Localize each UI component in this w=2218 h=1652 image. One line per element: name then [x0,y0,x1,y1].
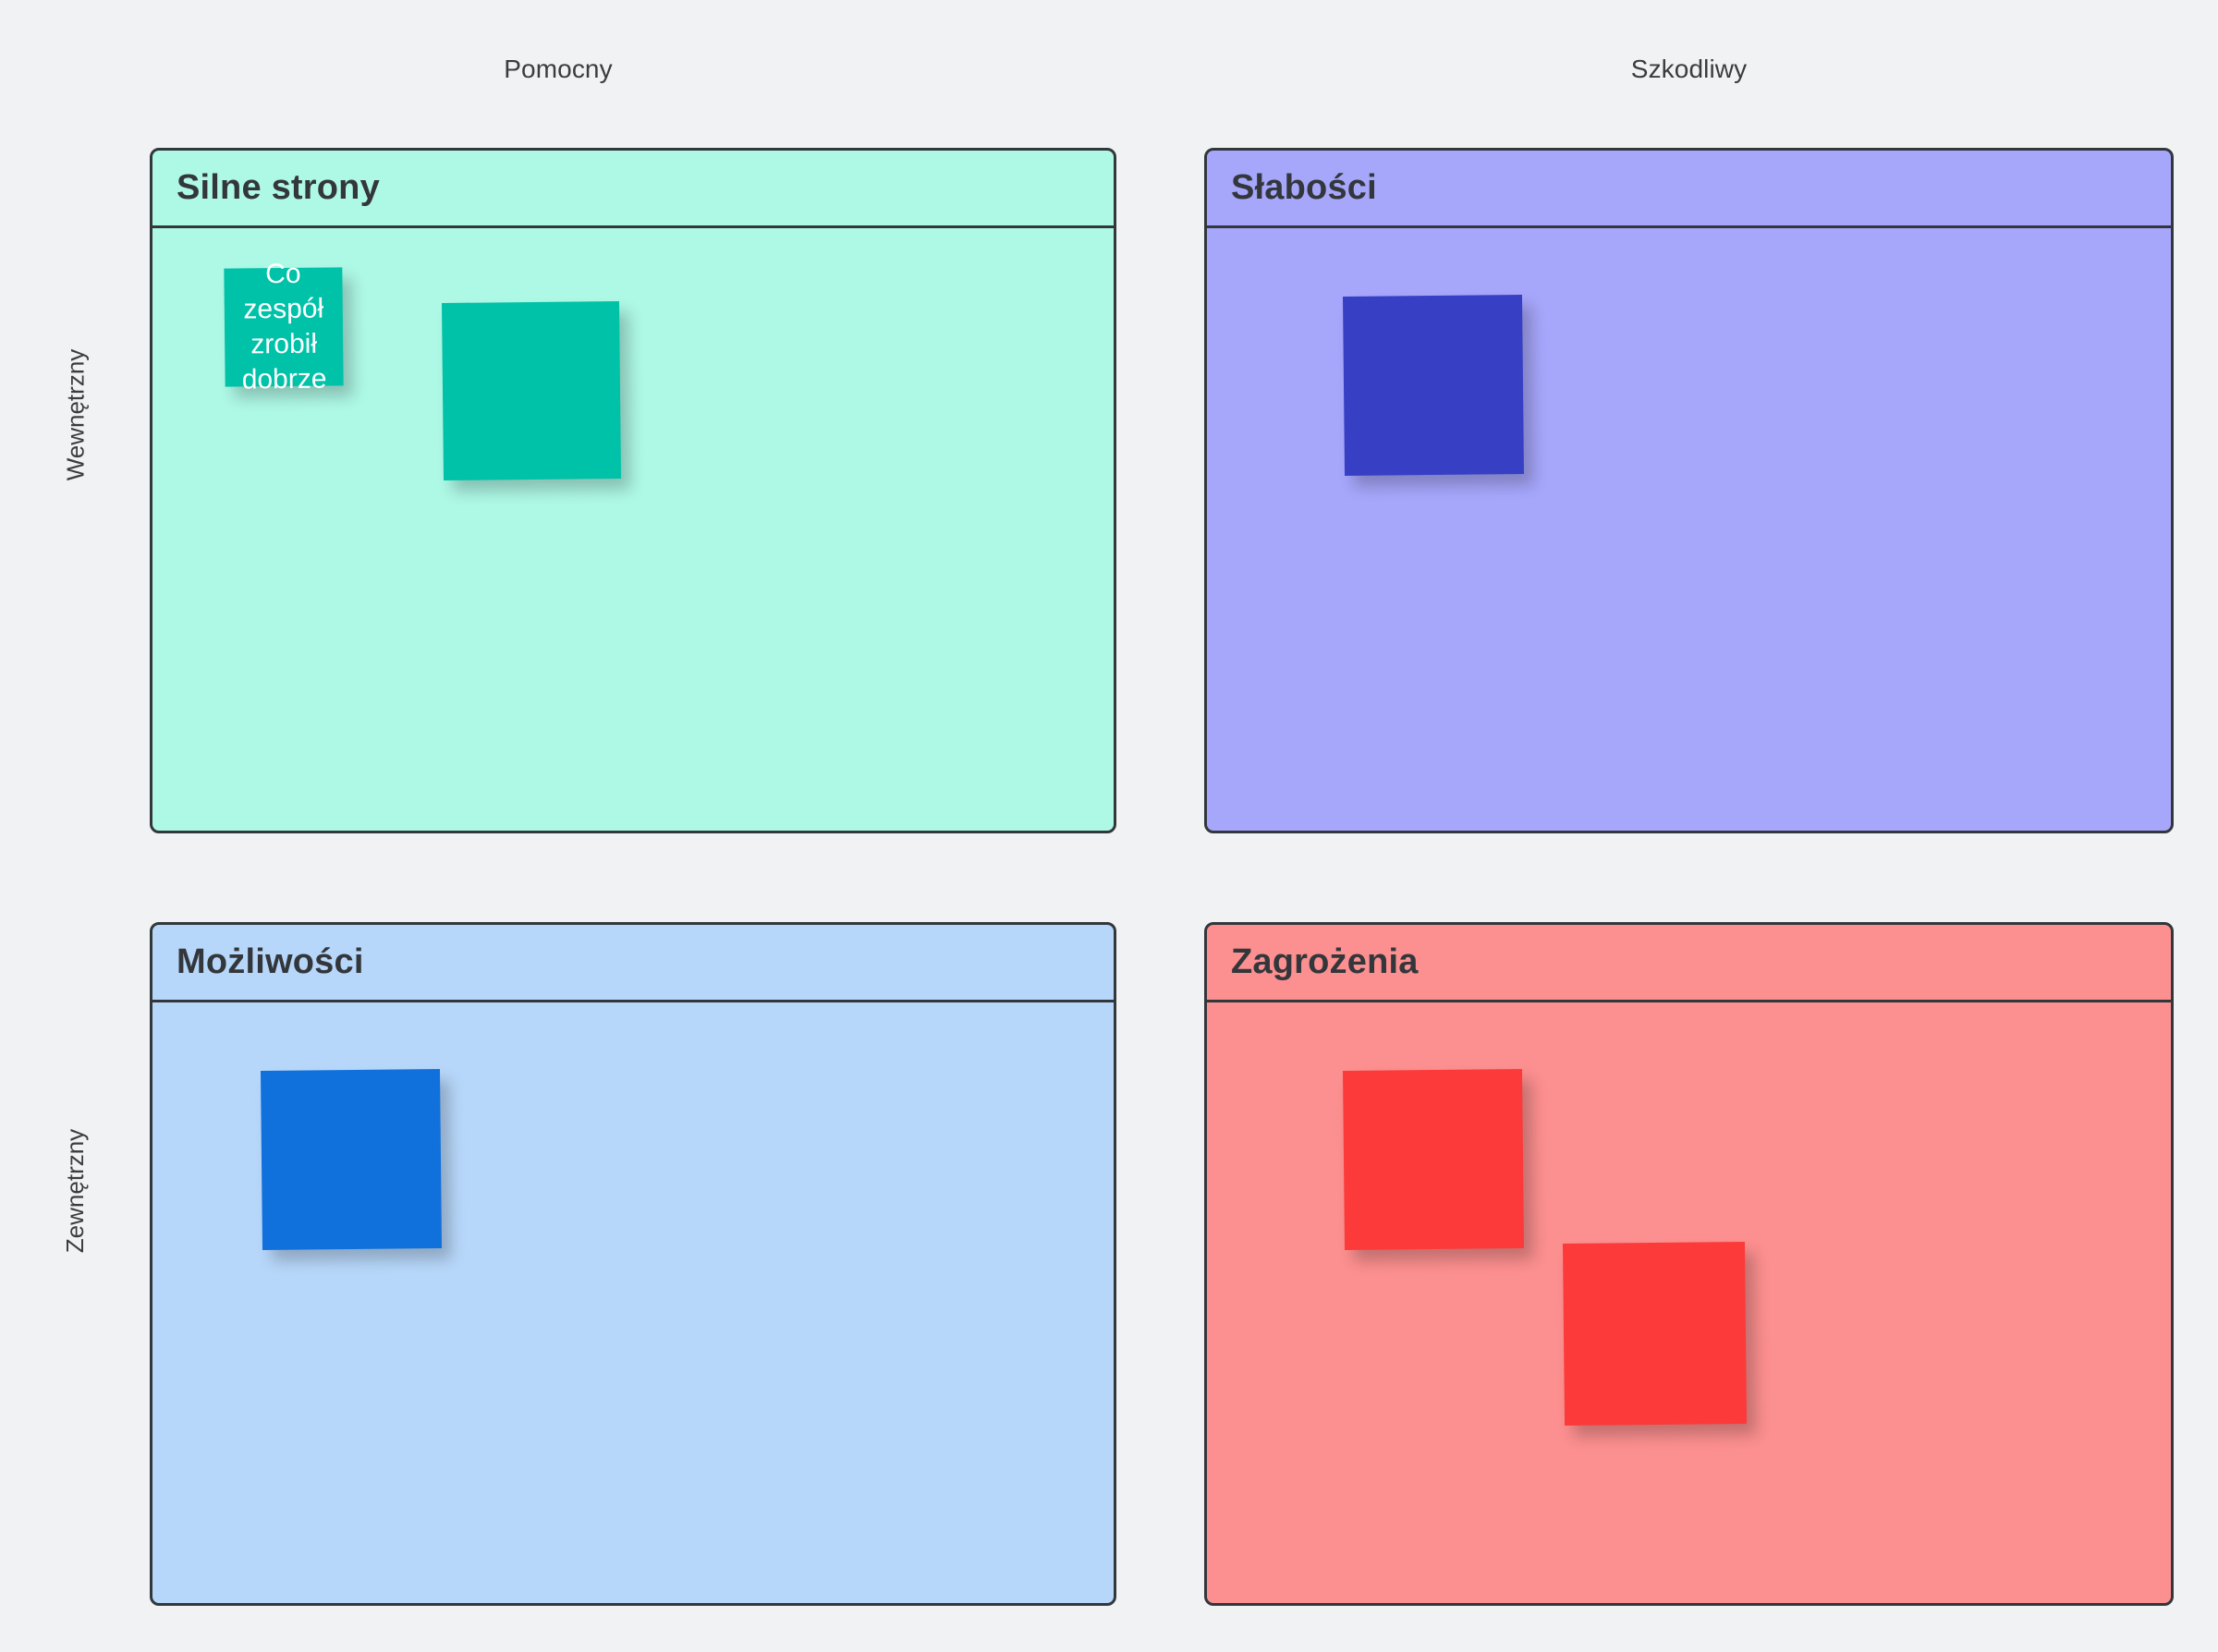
sticky-note[interactable] [260,1068,443,1251]
row-label-internal: Wewnętrzny [0,349,150,481]
sticky-note[interactable] [441,300,621,480]
column-header-harmful: Szkodliwy [1630,55,1748,83]
quadrant-title-strengths: Silne strony [152,151,1114,228]
quadrant-body-strengths[interactable]: Co zespół zrobił dobrze [152,228,1114,831]
row-label-external-text: Zewnętrzny [60,1128,89,1254]
sticky-note[interactable]: Co zespół zrobił dobrze [224,259,344,395]
sticky-note[interactable] [1562,1241,1748,1427]
quadrant-threats[interactable]: Zagrożenia [1204,922,2174,1606]
quadrant-strengths[interactable]: Silne strony Co zespół zrobił dobrze [150,148,1116,833]
quadrant-opportunities[interactable]: Możliwości [150,922,1116,1606]
quadrant-body-opportunities[interactable] [152,1002,1114,1603]
quadrant-title-opportunities: Możliwości [152,925,1114,1002]
quadrant-weaknesses[interactable]: Słabości [1204,148,2174,833]
quadrant-body-weaknesses[interactable] [1207,228,2171,831]
row-label-internal-text: Wewnętrzny [60,348,89,481]
quadrant-title-threats: Zagrożenia [1207,925,2171,1002]
quadrant-title-weaknesses: Słabości [1207,151,2171,228]
sticky-note-text: Co zespół zrobił dobrze [241,258,327,395]
sticky-note[interactable] [1342,294,1525,477]
row-label-external: Zewnętrzny [0,1129,150,1253]
quadrant-body-threats[interactable] [1207,1002,2171,1603]
sticky-note[interactable] [1342,1068,1525,1251]
column-header-helpful: Pomocny [504,55,613,83]
